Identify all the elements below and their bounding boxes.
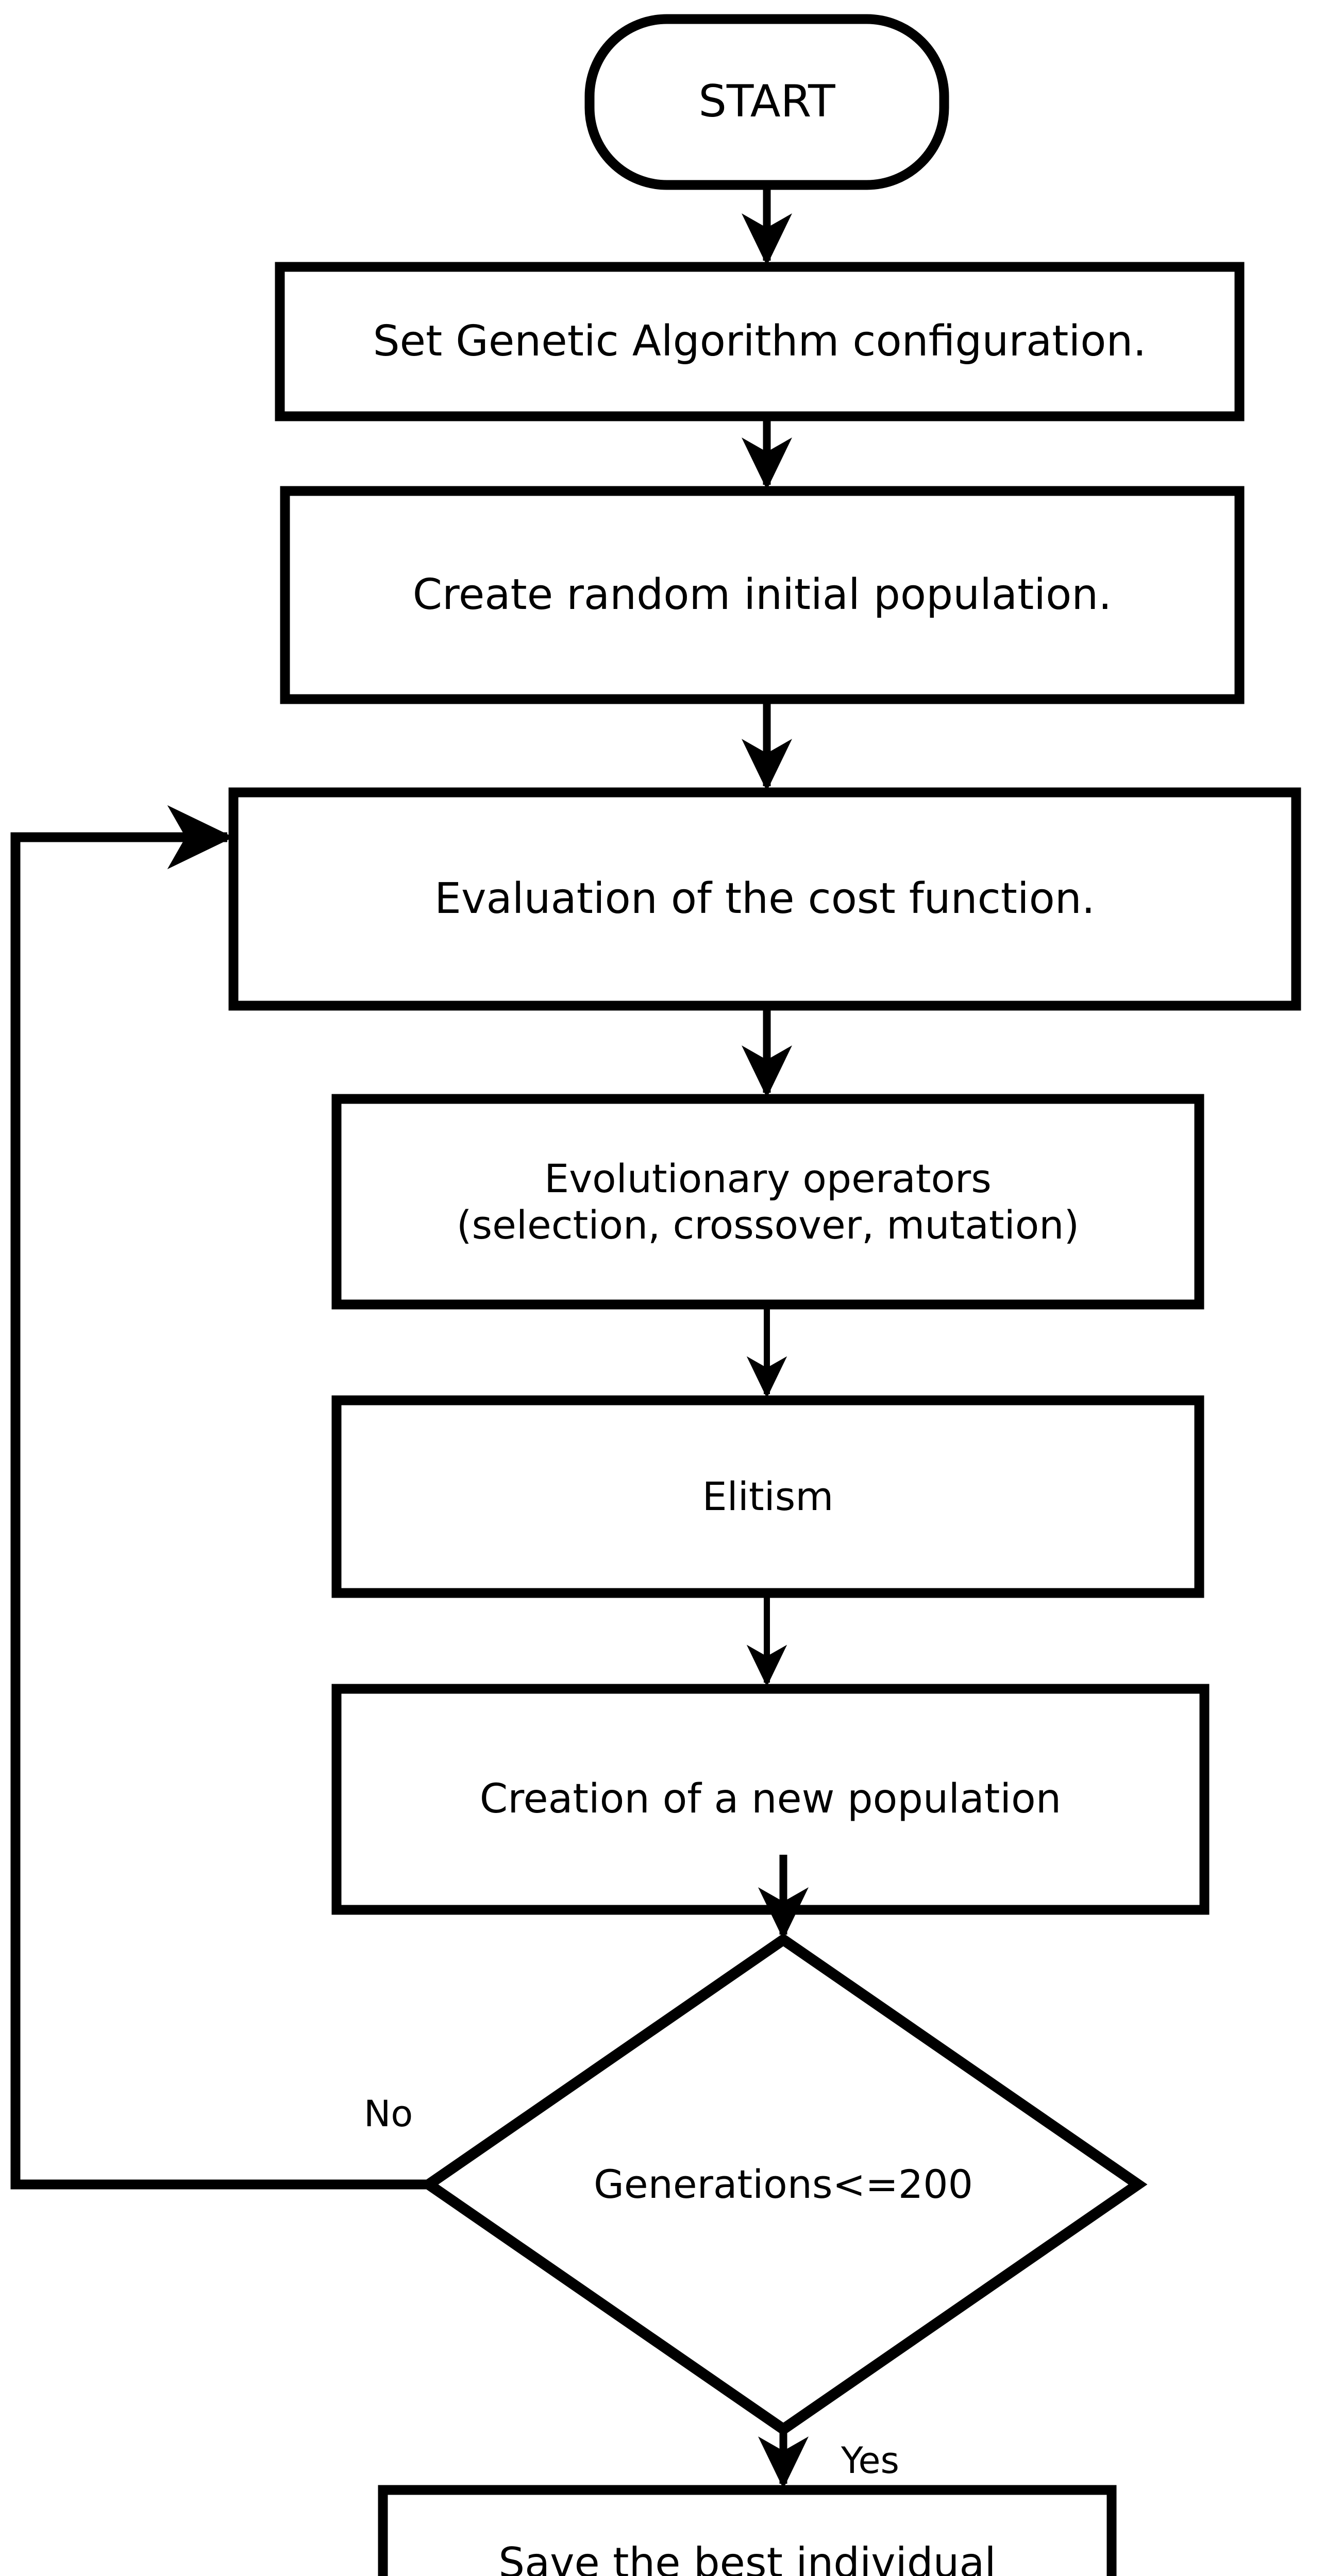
- node-create-population[interactable]: [285, 491, 1239, 699]
- node-create-new-population[interactable]: [337, 1689, 1204, 1910]
- node-set-config[interactable]: [280, 267, 1239, 416]
- save-best-box-shape: [378, 2485, 1117, 2576]
- node-start[interactable]: [590, 19, 944, 185]
- evaluate-cost-box-shape: [228, 787, 1301, 1011]
- set-config-box-shape: [275, 262, 1245, 421]
- node-save-best[interactable]: [383, 2490, 1112, 2576]
- connector-decision-no-loop-to-evaluate: [10, 805, 429, 2190]
- node-elitism[interactable]: [337, 1400, 1199, 1593]
- node-decision-generations[interactable]: [429, 1940, 1138, 2429]
- create-population-box-shape: [280, 486, 1245, 704]
- node-evolutionary-operators[interactable]: [337, 1099, 1199, 1304]
- node-evaluate-cost[interactable]: [233, 792, 1296, 1006]
